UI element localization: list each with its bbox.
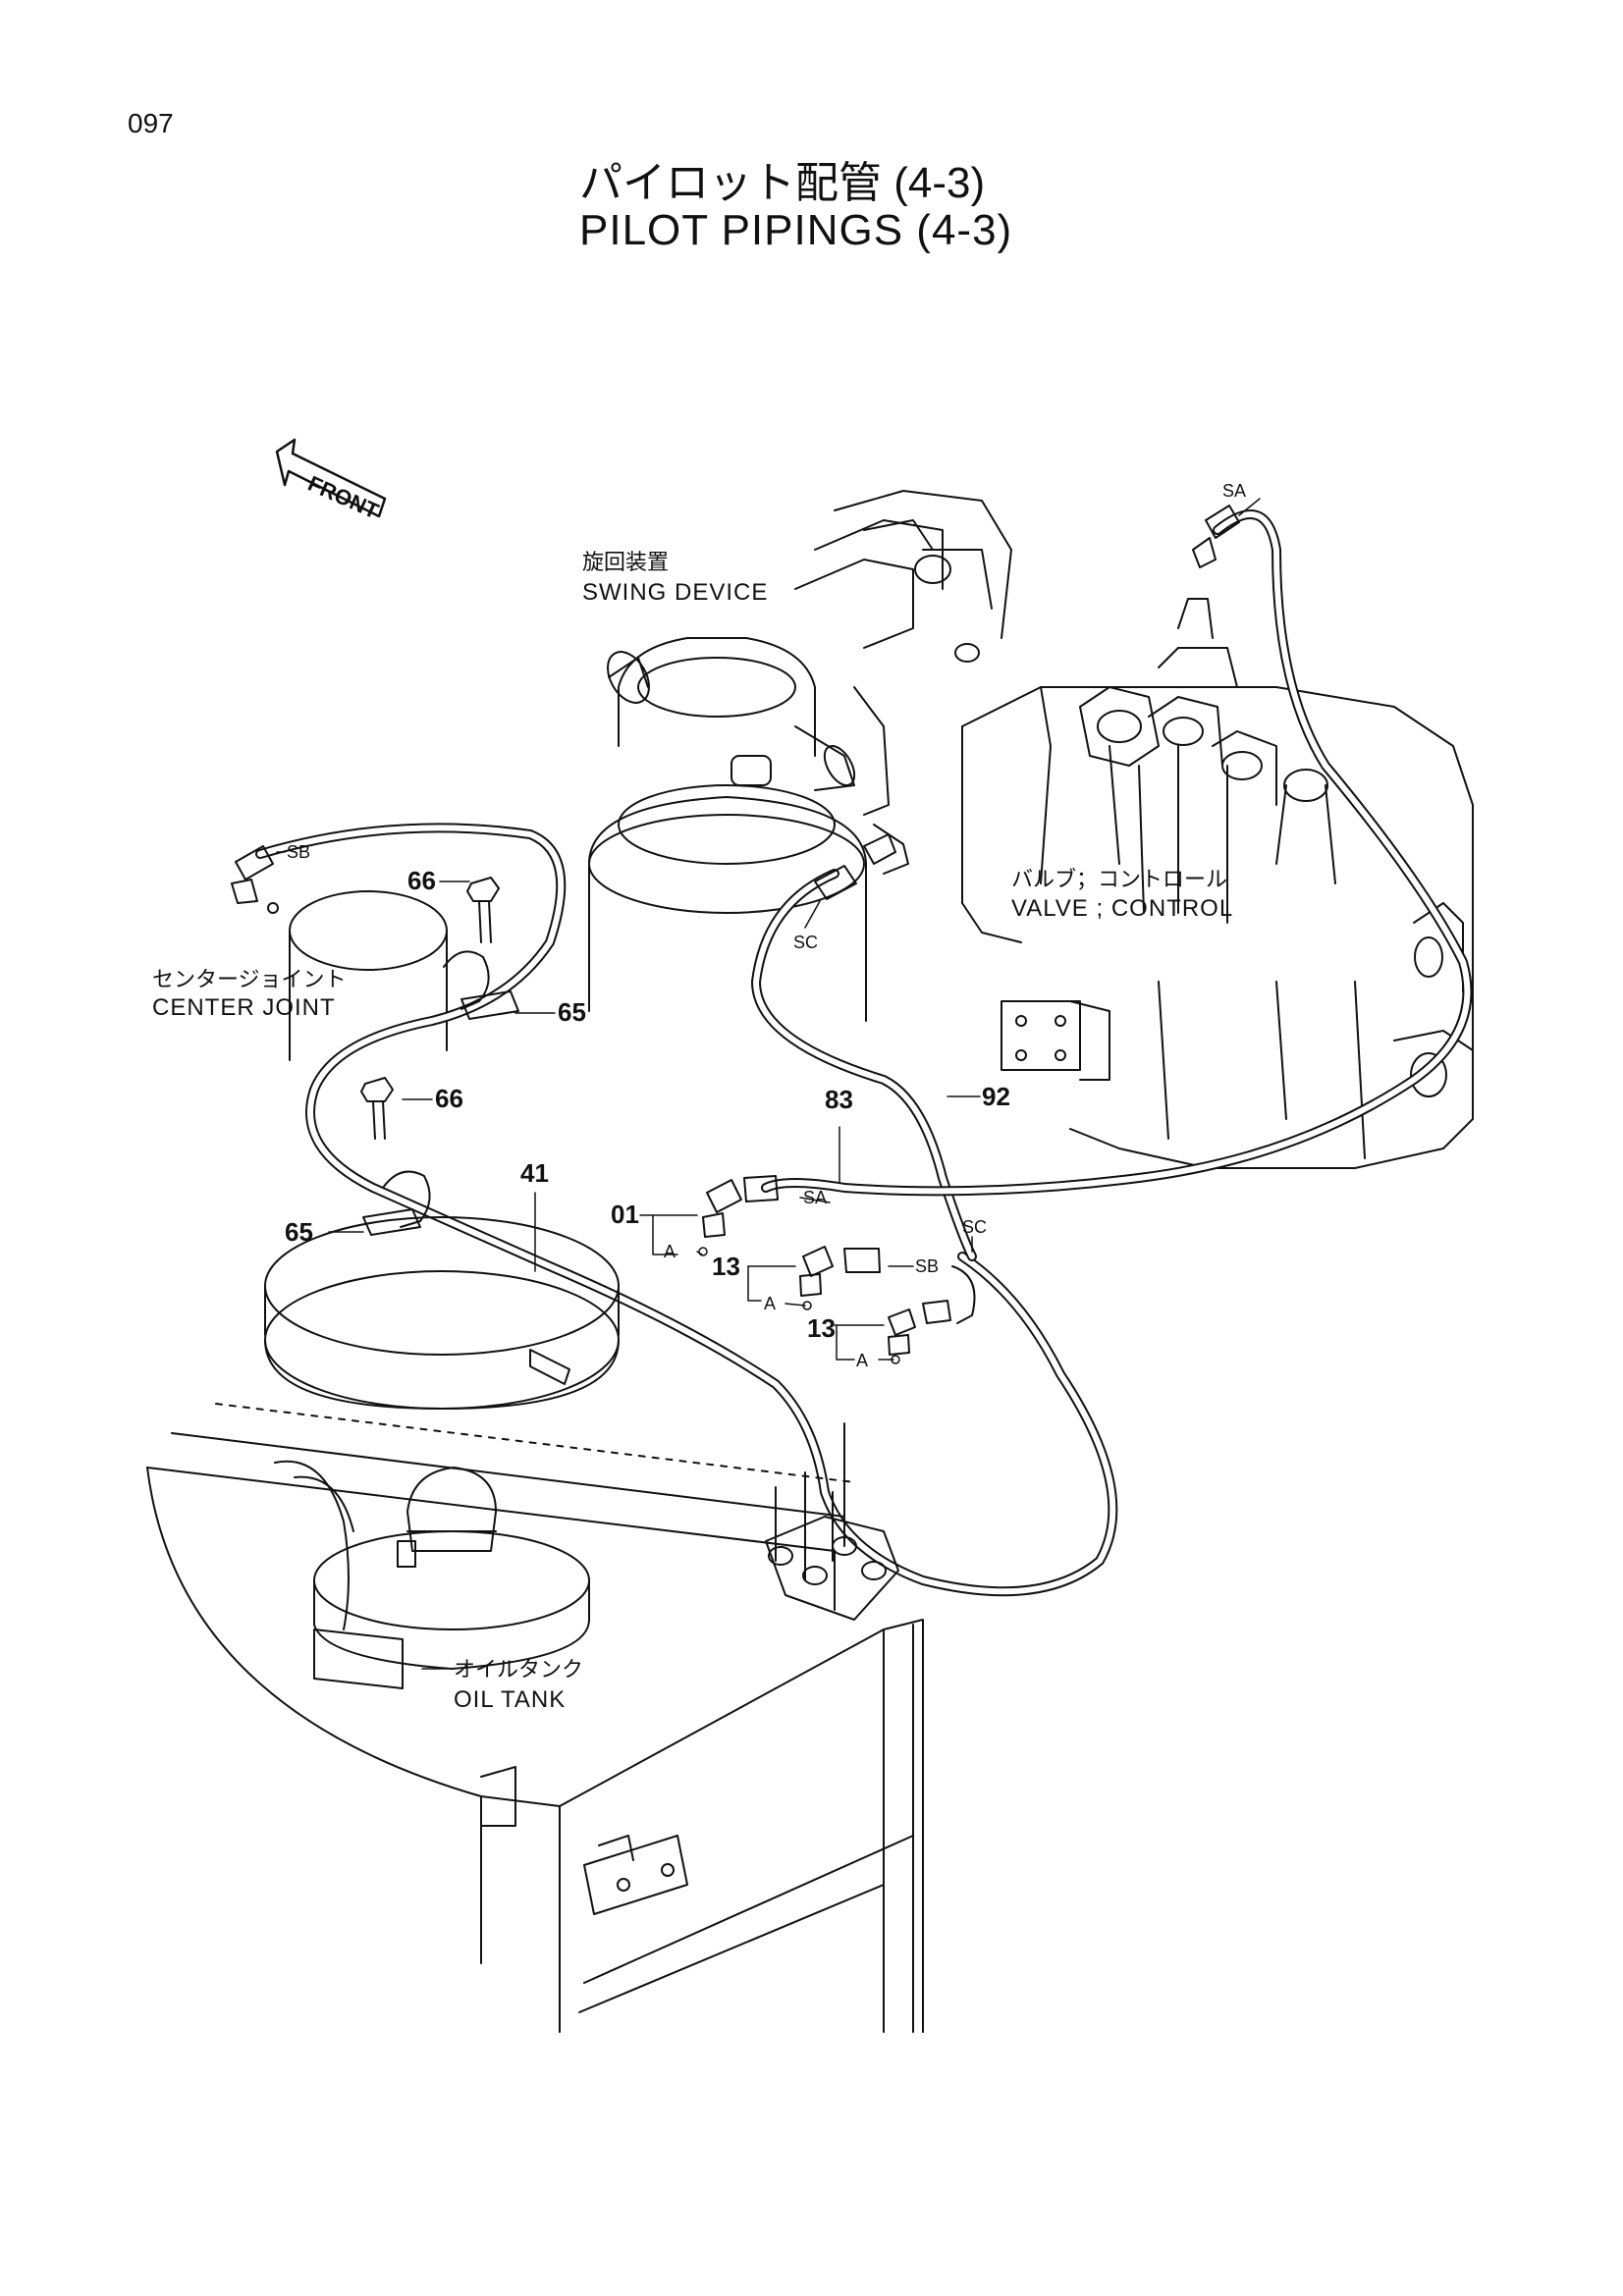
front-arrow-icon: FRONT (275, 438, 387, 524)
page-title: PILOT PIPINGS (4-3) (579, 206, 1013, 254)
port-tag-sb-lower: SB (915, 1256, 940, 1276)
part-number-65-upper: 65 (558, 997, 586, 1027)
hose-sa (761, 509, 1473, 1197)
fitting-sc-upper (814, 833, 896, 900)
control-valve-drawing (961, 598, 1474, 1169)
center-joint-label: CENTER JOINT (152, 994, 336, 1021)
fitting-13b (888, 1265, 976, 1356)
fitting-13a (799, 1246, 881, 1297)
clamp-65-lower (362, 1170, 431, 1236)
port-tag-a-1: A (664, 1242, 676, 1261)
part-number-01: 01 (611, 1200, 639, 1229)
page-title-japanese: パイロット配管 (4-3) (579, 159, 986, 207)
port-tag-a-3: A (856, 1351, 869, 1370)
part-number-41: 41 (520, 1158, 549, 1188)
hose-sc (751, 869, 977, 1261)
port-tag-a-2: A (764, 1294, 777, 1313)
swing-device-label-ja: 旋回装置 (582, 550, 670, 574)
bolt-66-upper (466, 877, 500, 943)
bolt-66-lower (360, 1077, 394, 1140)
part-number-66-upper: 66 (407, 866, 436, 895)
port-tag-sc-upper: SC (793, 933, 819, 952)
fitting-sb-left (231, 845, 279, 914)
port-tag-sc-lower: SC (962, 1217, 988, 1237)
control-valve-label: VALVE ; CONTROL (1011, 895, 1234, 922)
swing-device-drawing (588, 490, 1012, 1022)
port-tag-sa-lower: SA (803, 1188, 828, 1207)
oil-tank-label-ja: オイルタンク (454, 1657, 584, 1682)
port-tag-sb-left: SB (287, 842, 311, 862)
port-tag-sa-top: SA (1222, 481, 1247, 501)
center-joint-label-ja: センタージョイント (152, 967, 347, 991)
page-number: 097 (128, 108, 174, 138)
manifold-block (765, 1422, 899, 1621)
part-number-92: 92 (982, 1082, 1010, 1111)
clamp-65-upper (443, 950, 519, 1020)
center-joint-drawing (289, 890, 448, 1061)
fitting-01 (702, 1175, 779, 1238)
oil-tank-label: OIL TANK (454, 1686, 567, 1713)
fitting-sa-top (1192, 505, 1240, 568)
part-number-65-lower: 65 (285, 1217, 313, 1247)
hose-sb (255, 823, 1118, 1597)
part-number-66-lower: 66 (435, 1084, 463, 1113)
part-number-13-lower: 13 (807, 1313, 836, 1343)
swing-device-label: SWING DEVICE (582, 579, 769, 606)
control-valve-label-ja: バルブ；コントロール (1011, 867, 1228, 891)
part-number-83: 83 (825, 1085, 853, 1114)
part-number-13-upper: 13 (712, 1252, 740, 1281)
leader-lines (276, 498, 1261, 1670)
oil-tank-drawing (146, 1216, 924, 2033)
